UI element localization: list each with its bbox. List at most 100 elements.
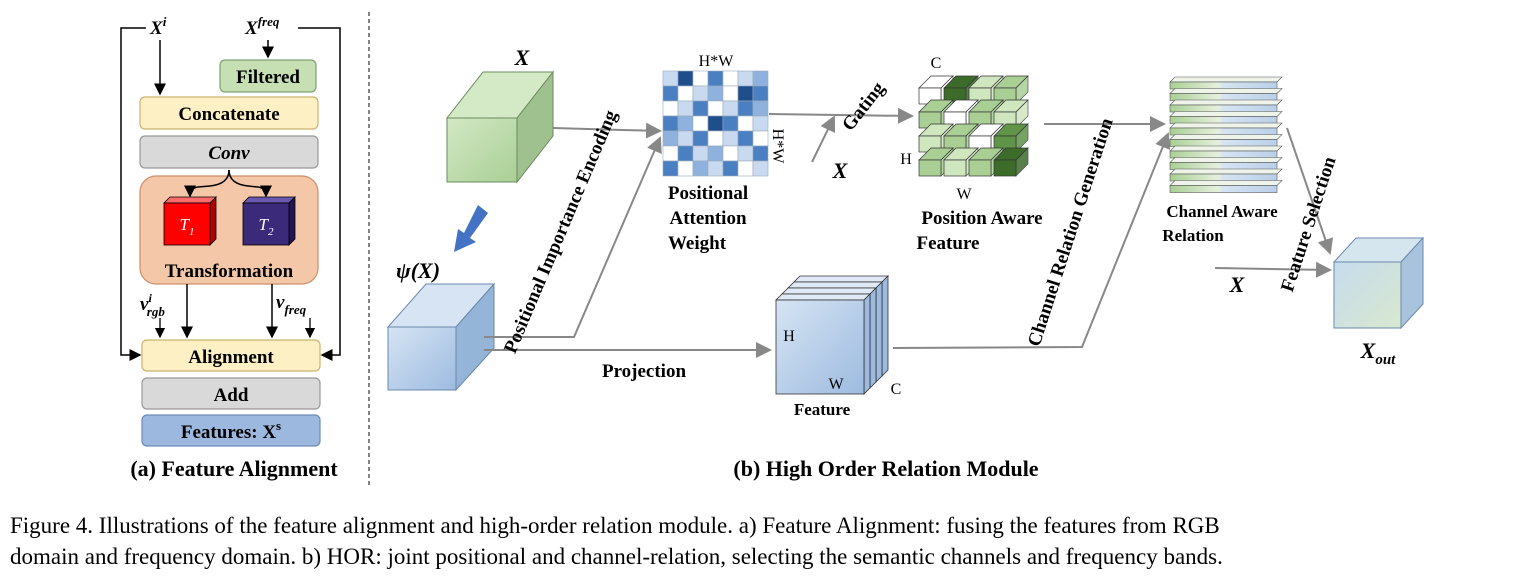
figure-diagram: Xi Xfreq Filtered Concatenate Conv T1 (120, 12, 1425, 485)
arrow-x-to-attention (552, 122, 662, 139)
panel-feature-alignment: Xi Xfreq Filtered Concatenate Conv T1 (120, 14, 341, 481)
relation-bar-top (1169, 157, 1283, 163)
stacked-feature-block (775, 275, 889, 395)
feature-slab-top (793, 275, 889, 283)
feat-h-label: H (783, 328, 795, 345)
feat-c-label: C (891, 381, 902, 398)
feature-slab-top (781, 287, 877, 295)
heatmap-cell (662, 130, 679, 147)
paf-cell (968, 159, 992, 177)
paf-line-2: Feature (917, 233, 980, 254)
relation-bar (1169, 116, 1278, 124)
add-label: Add (214, 385, 249, 406)
heatmap-cell (662, 115, 679, 132)
relation-bar (1169, 81, 1278, 90)
heatmap-cell (677, 100, 694, 117)
channel-aware-relation-bars (1169, 76, 1283, 193)
heatmap-cell (752, 70, 769, 87)
arrow-x-to-selection (1214, 261, 1332, 278)
alignment-label: Alignment (188, 347, 274, 368)
heatmap-cell (737, 100, 754, 117)
heatmap-cell (707, 115, 724, 132)
heatmap-cell (692, 145, 709, 162)
bypass-line-right (298, 27, 341, 361)
heatmap-cell (692, 115, 709, 132)
arrow-psi-to-attention (484, 136, 662, 338)
relation-bar (1169, 139, 1278, 147)
heatmap-cell (692, 100, 709, 117)
heatmap-cell (752, 130, 769, 147)
paw-line-3: Weight (668, 233, 727, 254)
feature-slab-side (863, 293, 871, 395)
heatmap-cell (752, 115, 769, 132)
heatmap-cell (722, 130, 739, 147)
relation-bar (1169, 127, 1278, 136)
heatmap-cell (707, 130, 724, 147)
projection-label: Projection (602, 361, 686, 382)
figure-caption: Figure 4. Illustrations of the feature a… (10, 510, 1526, 572)
relation-bar-top (1169, 134, 1283, 140)
heatmap-cell (707, 70, 724, 87)
paf-c-label: C (931, 55, 942, 72)
panel-high-order-relation: X ψ(X) Positional Importance Encoding Pr… (386, 45, 1425, 481)
paw-line-2: Attention (669, 208, 746, 229)
heatmap-cell (677, 70, 694, 87)
paf-h-label: H (900, 151, 912, 168)
heatmap-cell (677, 130, 694, 147)
paf-line-1: Position Aware (921, 208, 1042, 229)
heatmap-cell (692, 70, 709, 87)
relation-bar (1169, 162, 1278, 170)
heatmap-cell (752, 160, 769, 177)
alignment-box (141, 339, 321, 372)
relation-bar-top (1169, 88, 1283, 94)
add-box (141, 377, 321, 410)
heatmap-cell (752, 100, 769, 117)
heatmap-cell (707, 100, 724, 117)
heatmap-cell (752, 145, 769, 162)
heatmap-cell (722, 160, 739, 177)
panel-b-title: (b) High Order Relation Module (733, 456, 1038, 481)
car-line-1: Channel Aware (1166, 202, 1278, 221)
hw-side-label: H*W (769, 129, 786, 165)
arrow-x-gating (811, 115, 836, 163)
relation-bar-top (1169, 180, 1283, 186)
x-input-label: X (514, 45, 531, 70)
input-x-i: Xi (149, 14, 167, 39)
heatmap-cell (737, 160, 754, 177)
feature-slab-top (787, 281, 883, 289)
conv-box (139, 135, 319, 169)
feature-slab (775, 299, 865, 395)
caption-line-1: Figure 4. Illustrations of the feature a… (10, 513, 1220, 538)
t2-label: T2 (259, 215, 274, 238)
concatenate-label: Concatenate (178, 104, 279, 125)
arrow-feature-to-relation (892, 132, 1171, 349)
features-label: Features: Xs (181, 418, 281, 443)
gating-label: Gating (838, 78, 889, 135)
features-box (141, 414, 321, 447)
conv-label: Conv (208, 143, 250, 164)
t1-cube: T1 (163, 196, 217, 246)
heatmap-cell (692, 85, 709, 102)
relation-bar (1169, 93, 1278, 101)
heatmap-cell (752, 85, 769, 102)
blue-down-arrow-icon (454, 205, 488, 252)
psi-x-label: ψ(X) (396, 258, 440, 283)
car-line-2: Relation (1162, 226, 1224, 245)
concatenate-box (139, 96, 319, 130)
relation-bar (1169, 173, 1278, 182)
heatmap-cell (662, 100, 679, 117)
transformation-label: Transformation (165, 261, 294, 282)
heatmap-cell (692, 160, 709, 177)
t1-label: T1 (180, 215, 195, 238)
filtered-label: Filtered (236, 67, 300, 88)
heatmap-cell (692, 130, 709, 147)
heatmap-cell (737, 70, 754, 87)
psi-feature-cube (386, 282, 496, 392)
channel-relation-generation-label: Channel Relation Generation (1024, 115, 1118, 349)
paf-cell (993, 159, 1017, 177)
feature-slab-side (875, 281, 883, 383)
heatmap-cell (707, 145, 724, 162)
heatmap-cell (737, 130, 754, 147)
heatmap-cell (722, 100, 739, 117)
